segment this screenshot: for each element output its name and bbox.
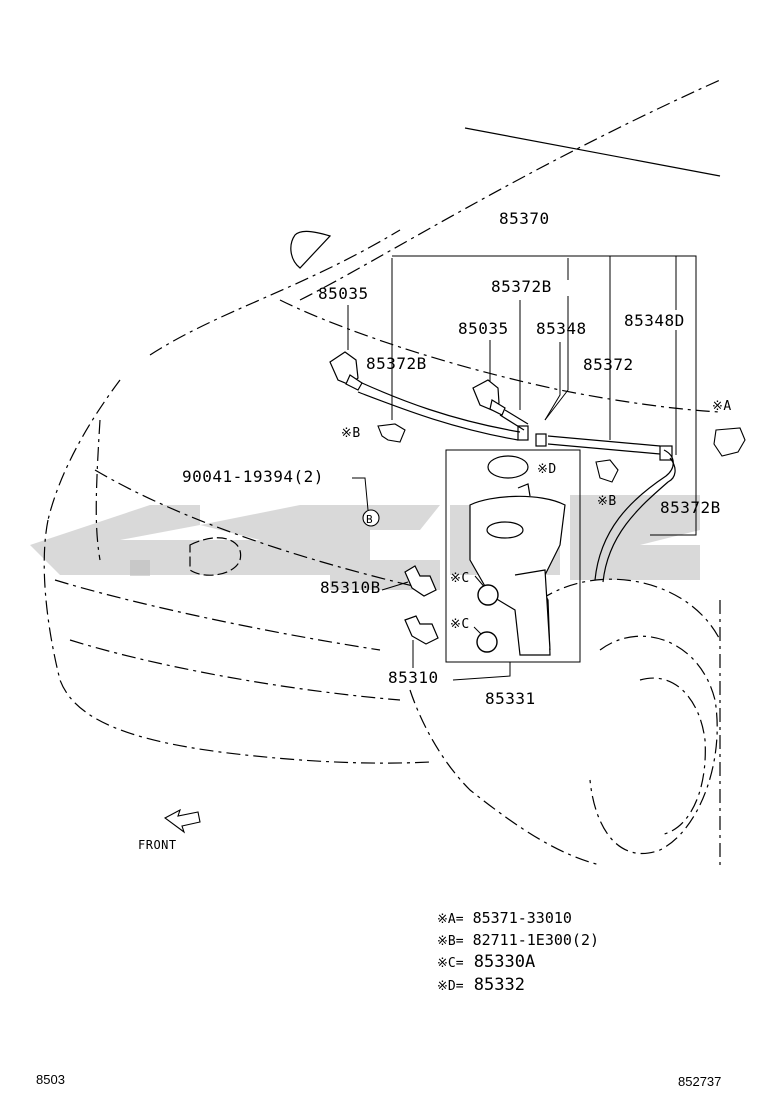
label-85370: 85370 <box>499 209 550 228</box>
washer-pump-85310 <box>404 615 439 645</box>
legend-value: 85330A <box>473 952 536 972</box>
label-85348d: 85348D <box>624 311 685 330</box>
label-mark-b-left: ※B <box>341 426 361 441</box>
footer-left-code: 8503 <box>36 1072 65 1087</box>
label-85035-middle: 85035 <box>458 319 509 338</box>
label-85310: 85310 <box>388 668 439 687</box>
washer-reservoir <box>469 483 566 656</box>
label-85310b: 85310B <box>320 578 381 597</box>
label-85372b-right: 85372B <box>660 498 721 517</box>
label-mark-b-circle: B <box>366 513 374 526</box>
legend-mark: ※A= <box>437 912 464 927</box>
washer-nozzle-middle <box>472 379 506 416</box>
connector-a <box>713 427 746 457</box>
label-mark-d: ※D <box>537 462 557 477</box>
reservoir-cap <box>487 455 529 479</box>
legend-value: 82711-1E300(2) <box>472 931 600 949</box>
clip-b-right <box>595 459 619 483</box>
legend-value: 85332 <box>473 975 525 995</box>
car-body-outline <box>43 79 721 870</box>
label-mark-c-upper: ※C <box>450 571 470 586</box>
legend-value: 85371-33010 <box>472 909 572 927</box>
grommet-upper <box>477 584 499 606</box>
label-85372b-left: 85372B <box>366 354 427 373</box>
label-85035-left: 85035 <box>318 284 369 303</box>
legend-row-a: ※A= 85371-33010 <box>437 909 572 929</box>
front-arrow-icon <box>163 808 201 834</box>
washer-hoses <box>357 382 676 583</box>
label-85372: 85372 <box>583 355 634 374</box>
washer-pump-85310b <box>404 565 437 597</box>
reservoir-frame <box>445 449 581 663</box>
legend-mark: ※B= <box>437 934 464 949</box>
legend-row-b: ※B= 82711-1E300(2) <box>437 931 599 951</box>
legend-row-d: ※D= 85332 <box>437 976 525 996</box>
washer-nozzle-left <box>329 351 363 391</box>
label-85372b-top: 85372B <box>491 277 552 296</box>
legend-mark: ※C= <box>437 956 464 971</box>
grommet-lower <box>476 631 498 653</box>
label-mark-c-lower: ※C <box>450 617 470 632</box>
label-85331: 85331 <box>485 689 536 708</box>
legend-row-c: ※C= 85330A <box>437 953 535 973</box>
label-90041-19394: 90041-19394(2) <box>182 467 324 486</box>
marker-b-circle <box>362 509 380 527</box>
footer-right-code: 852737 <box>678 1074 722 1089</box>
clip-b-left <box>377 423 406 443</box>
label-front: FRONT <box>138 838 177 852</box>
label-mark-b-right: ※B <box>597 494 617 509</box>
label-85348: 85348 <box>536 319 587 338</box>
label-mark-a: ※A <box>712 399 732 414</box>
legend-mark: ※D= <box>437 979 464 994</box>
